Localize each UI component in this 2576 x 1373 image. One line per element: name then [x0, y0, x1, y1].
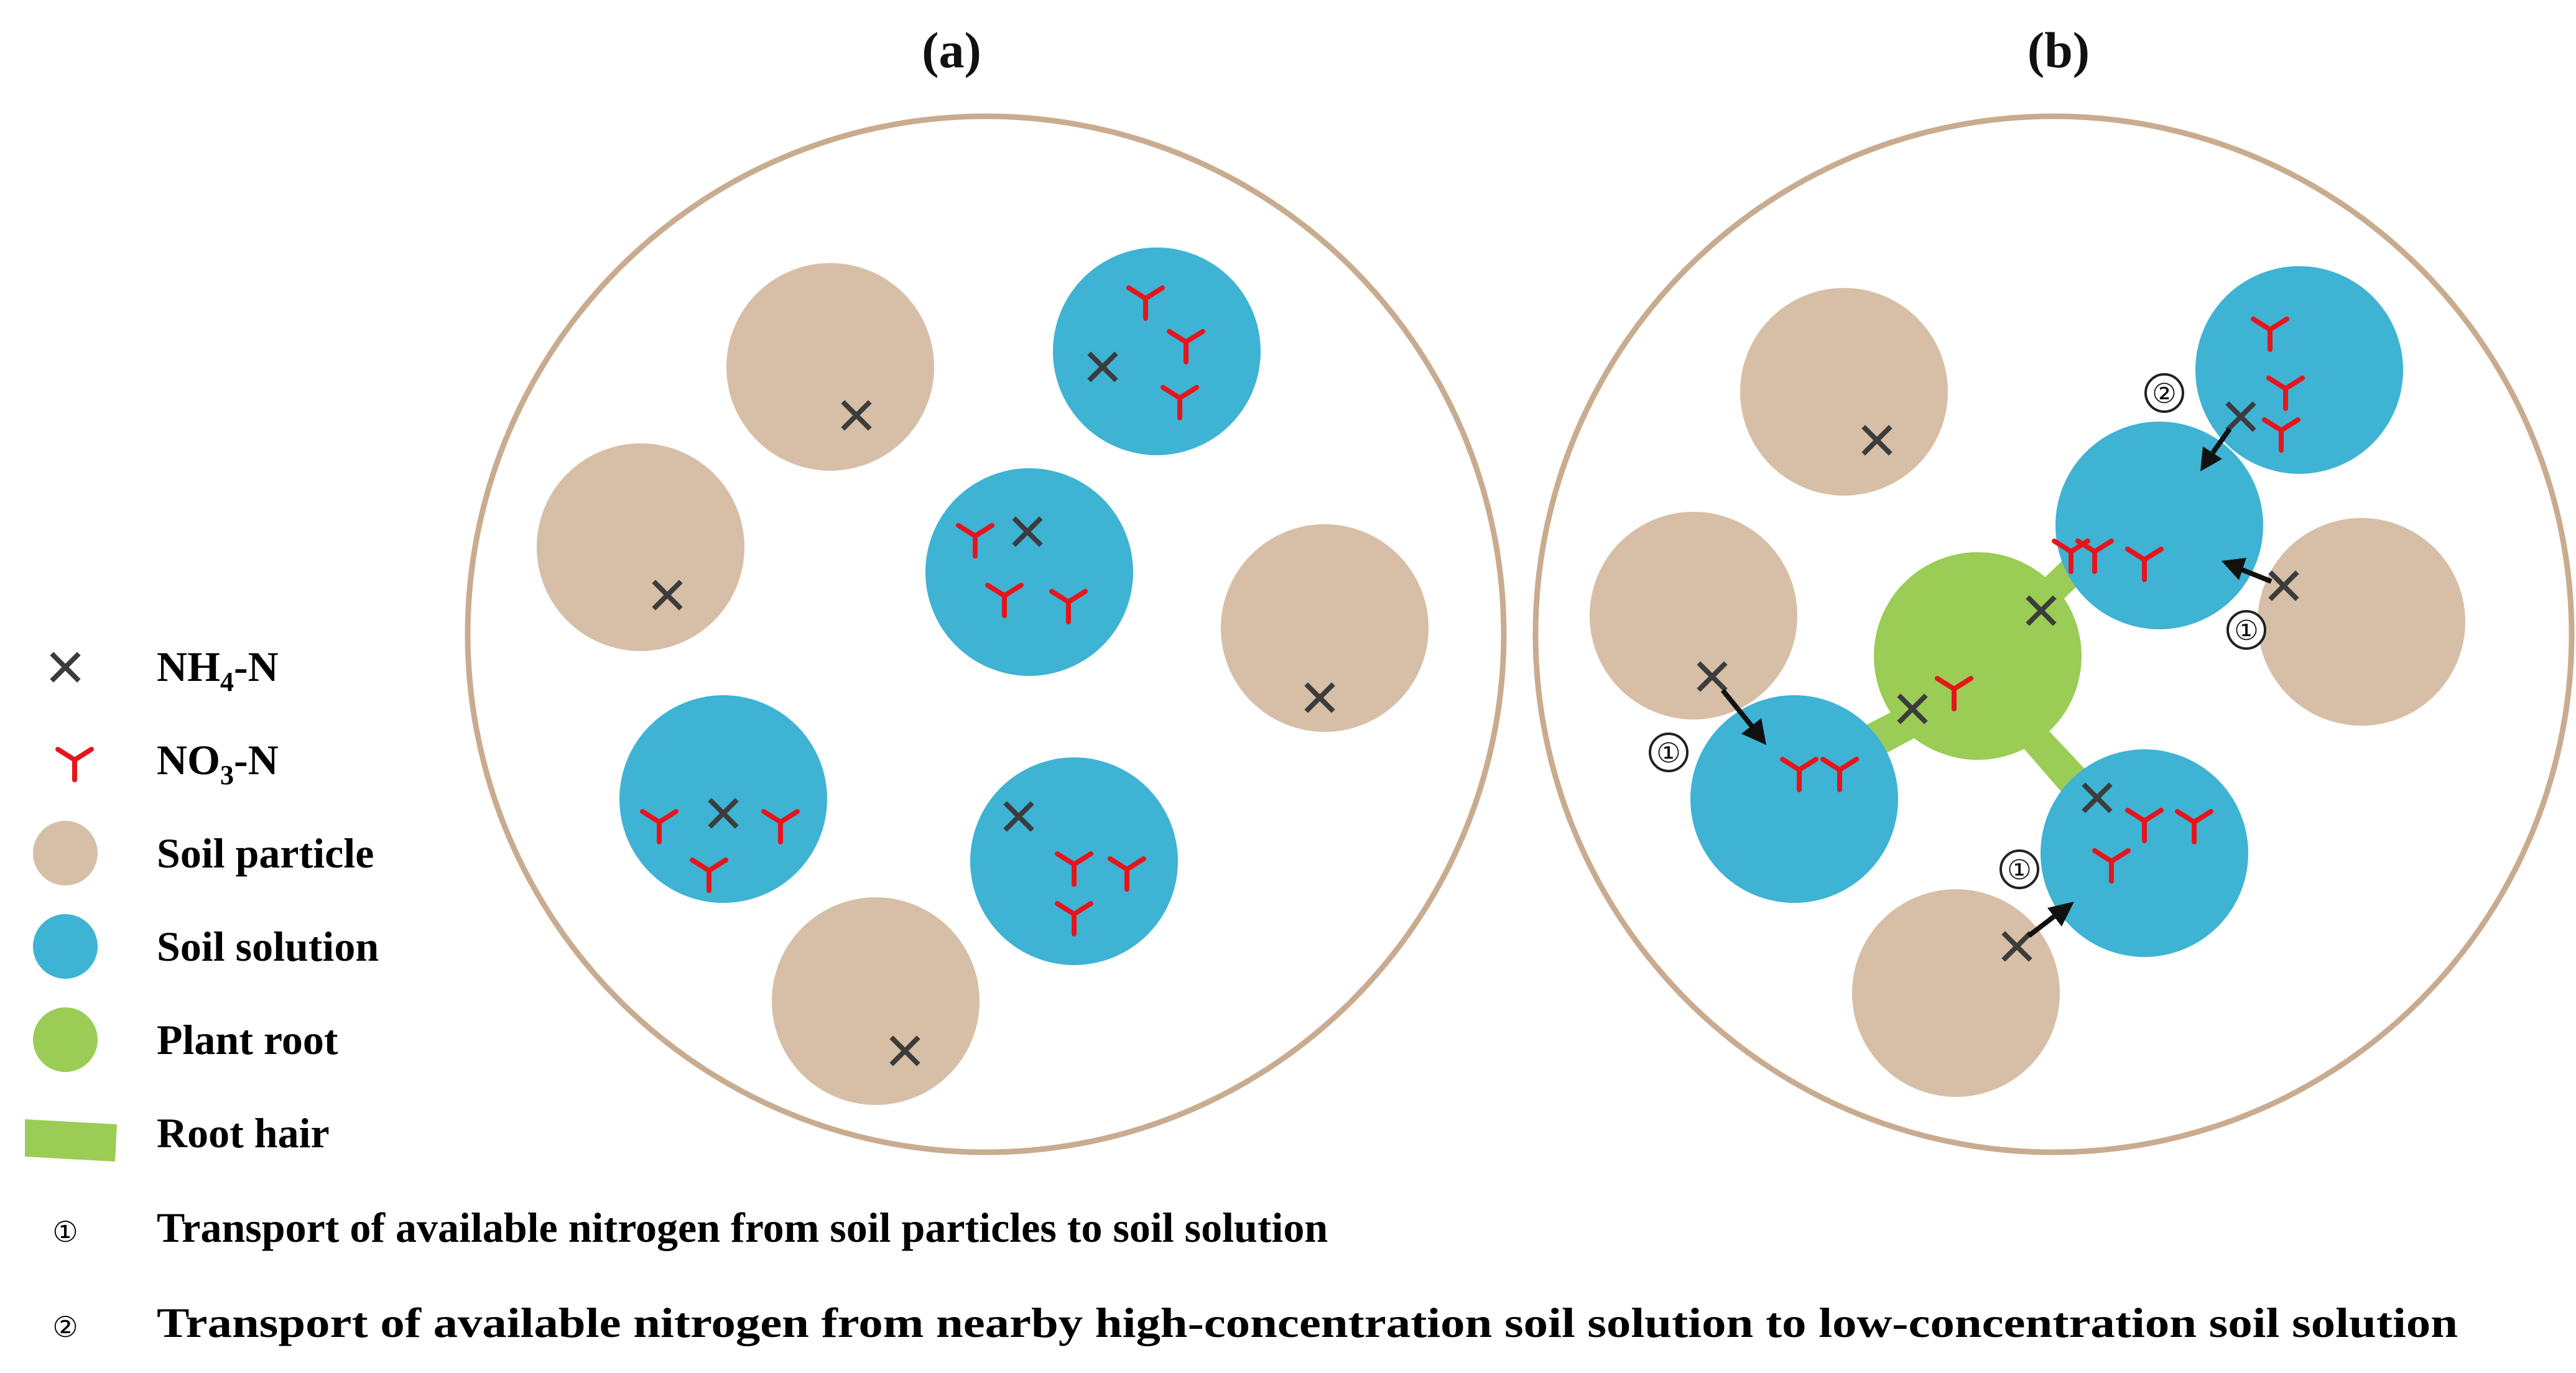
legend-transport-2-label: Transport of available nitrogen from nea… — [157, 1299, 2458, 1346]
nh4-mark — [841, 400, 872, 431]
legend-nh4-label: NH4-N — [157, 643, 279, 697]
no3-mark — [956, 523, 994, 558]
nh4-mark — [1003, 801, 1034, 832]
no3-mark — [2075, 539, 2114, 574]
no3-mark — [1780, 757, 1818, 792]
nh4-mark — [889, 1035, 920, 1066]
legend-no3-icon — [55, 747, 94, 782]
no3-mark — [2175, 809, 2213, 844]
legend-plant-root-label: Plant root — [157, 1016, 338, 1063]
legend-soil-particle-label: Soil particle — [157, 830, 374, 877]
soil-solution — [619, 695, 827, 903]
legend: NH4-N NO3-N Soil particle Soil solution … — [25, 643, 2458, 1346]
plant-root — [1874, 552, 2082, 760]
soil-particle — [772, 897, 980, 1105]
marker-one-label: ① — [1656, 737, 1680, 769]
legend-transport-1-symbol: ① — [52, 1215, 78, 1249]
nh4-mark — [1861, 425, 1893, 456]
no3-mark — [1055, 851, 1093, 887]
no3-mark — [1161, 385, 1199, 420]
transport-arrow — [2027, 902, 2074, 938]
legend-plant-root-icon — [33, 1007, 98, 1072]
nh4-mark — [1087, 351, 1118, 382]
no3-mark — [2262, 417, 2300, 453]
transport-arrow — [1720, 688, 1766, 745]
nh4-mark — [1012, 516, 1043, 547]
soil-solution — [2195, 266, 2403, 474]
no3-mark — [690, 858, 728, 893]
legend-root-hair-label: Root hair — [157, 1109, 330, 1157]
no3-mark — [640, 809, 679, 844]
soil-particle — [726, 263, 934, 471]
nh4-mark — [652, 580, 683, 611]
marker-one: ① — [2226, 610, 2266, 650]
nh4-mark — [708, 798, 739, 829]
soil-particle — [1740, 288, 1948, 496]
soil-solution — [1053, 247, 1261, 455]
legend-transport-1-label: Transport of available nitrogen from soi… — [157, 1204, 1328, 1251]
no3-mark — [1167, 329, 1205, 364]
nh4-mark — [1304, 682, 1335, 713]
legend-no3-label: NO3-N — [157, 736, 279, 790]
nh4-mark — [2026, 595, 2057, 626]
panel-a — [465, 113, 1507, 1155]
transport-arrow — [2200, 427, 2232, 471]
legend-nh4-icon — [50, 652, 81, 683]
marker-two-label: ② — [2152, 378, 2176, 410]
soil-particle — [1590, 512, 1797, 719]
transport-arrow — [2222, 558, 2273, 584]
soil-solution — [925, 468, 1133, 676]
legend-soil-solution-label: Soil solution — [157, 923, 379, 970]
legend-soil-particle-icon — [33, 821, 98, 885]
nh4-mark — [2001, 931, 2032, 962]
no3-mark — [1126, 285, 1165, 321]
no3-mark — [761, 809, 800, 844]
nh4-mark — [1897, 693, 1928, 724]
soil-solution — [2055, 422, 2263, 629]
no3-mark — [2092, 848, 2131, 884]
no3-mark — [2125, 808, 2164, 843]
soil-solution — [2041, 749, 2248, 957]
nh4-mark — [1697, 661, 1728, 692]
marker-one: ① — [1999, 849, 2039, 889]
panel-b: ① ① ① ② — [1532, 113, 2575, 1155]
panel-b-label: (b) — [2027, 22, 2090, 78]
nh4-mark — [2268, 570, 2299, 601]
legend-root-hair-icon — [25, 1119, 117, 1162]
soil-particle — [537, 443, 744, 651]
legend-soil-solution-icon — [33, 914, 98, 979]
marker-one-label: ① — [2234, 615, 2258, 647]
no3-mark — [2251, 317, 2289, 352]
no3-mark — [2125, 547, 2164, 582]
no3-mark — [985, 583, 1024, 618]
soil-particle — [1221, 524, 1429, 732]
no3-mark — [1108, 856, 1146, 892]
nh4-mark — [2082, 782, 2113, 813]
no3-mark — [2266, 376, 2305, 411]
marker-two: ② — [2144, 373, 2184, 413]
panel-a-label: (a) — [922, 22, 981, 78]
marker-one-label: ① — [2007, 854, 2031, 886]
legend-transport-2-symbol: ② — [52, 1310, 78, 1344]
soil-particle — [2258, 518, 2465, 726]
nh4-mark — [2225, 401, 2256, 432]
no3-mark — [1935, 676, 1973, 711]
soil-particle — [1852, 889, 2060, 1097]
no3-mark — [1049, 589, 1088, 624]
marker-one: ① — [1649, 733, 1689, 772]
soil-solution — [970, 757, 1178, 965]
no3-mark — [1055, 901, 1093, 936]
soil-solution — [1690, 695, 1898, 903]
no3-mark — [1820, 757, 1859, 792]
